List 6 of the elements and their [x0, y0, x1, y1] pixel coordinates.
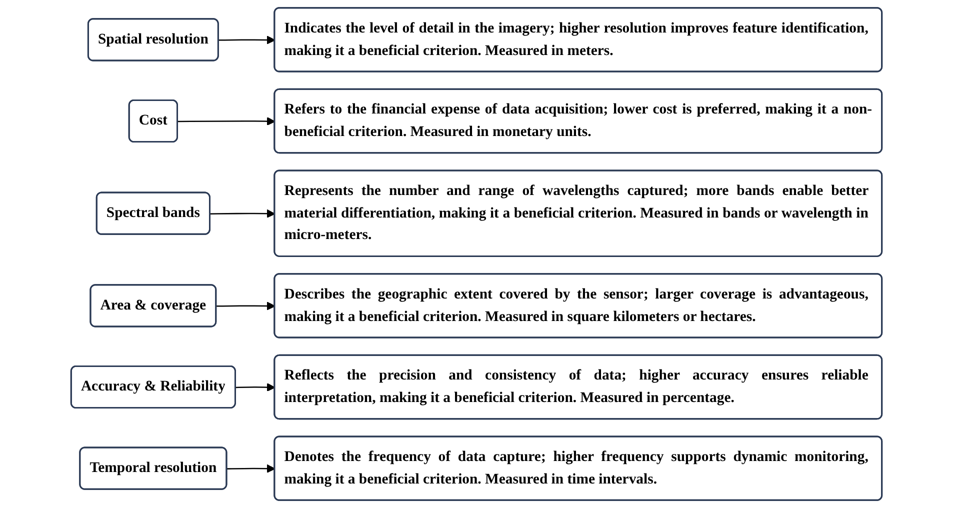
arrow: [178, 117, 276, 126]
arrow: [218, 36, 276, 44]
arrow: [236, 383, 276, 392]
arrow: [210, 209, 276, 218]
arrow: [216, 302, 276, 310]
arrow: [226, 464, 276, 473]
